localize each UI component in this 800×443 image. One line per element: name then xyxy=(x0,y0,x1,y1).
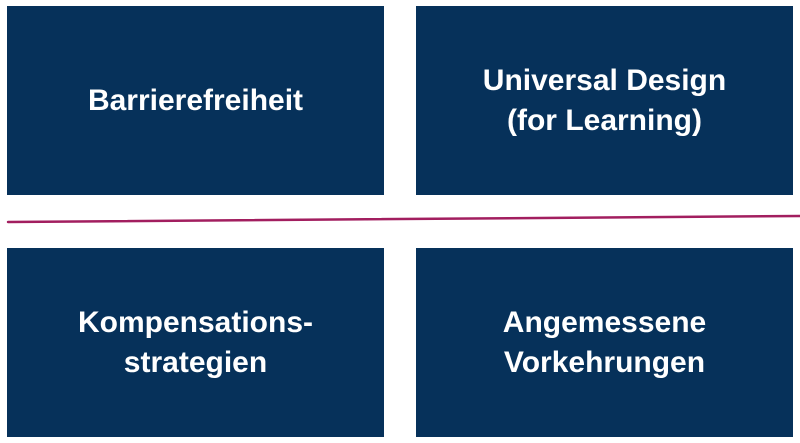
box-label: Barrierefreiheit xyxy=(87,83,304,117)
box-angemessene-vorkehrungen: Angemessene Vorkehrungen xyxy=(416,248,793,437)
divider-stroke xyxy=(6,214,800,224)
box-label: Angemessene Vorkehrungen xyxy=(502,305,707,379)
box-universal-design: Universal Design (for Learning) xyxy=(416,6,793,195)
box-label: Kompensations- strategien xyxy=(77,305,314,379)
box-kompensationsstrategien: Kompensations- strategien xyxy=(7,248,384,437)
box-barrierefreiheit: Barrierefreiheit xyxy=(7,6,384,195)
box-label: Universal Design (for Learning) xyxy=(482,63,727,137)
